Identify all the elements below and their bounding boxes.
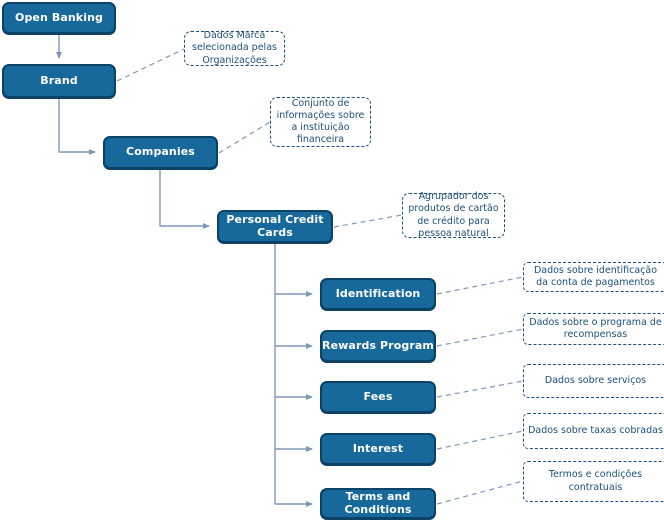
node-open-banking[interactable]: Open Banking <box>2 2 116 34</box>
note-fees: Dados sobre serviços <box>523 364 664 398</box>
edge-note-rewards-program <box>436 328 524 347</box>
node-fees[interactable]: Fees <box>320 381 436 413</box>
node-fees-label: Fees <box>363 389 393 403</box>
note-brand-text: Dados Marca selecionada pelas Organizaçõ… <box>192 30 277 66</box>
node-open-banking-label: Open Banking <box>15 10 103 24</box>
note-interest: Dados sobre taxas cobradas <box>523 413 664 449</box>
node-terms-and-conditions-label: Terms and Conditions <box>344 489 412 516</box>
note-identification-text: Dados sobre identificação da conta de pa… <box>533 264 658 288</box>
note-interest-text: Dados sobre taxas cobradas <box>528 424 663 436</box>
node-interest[interactable]: Interest <box>320 433 436 465</box>
node-personal-credit-cards[interactable]: Personal Credit Cards <box>217 210 333 243</box>
note-terms-and-conditions: Termos e condições contratuais <box>523 461 664 502</box>
node-interest-label: Interest <box>352 441 404 455</box>
note-brand: Dados Marca selecionada pelas Organizaçõ… <box>184 30 285 66</box>
node-identification-label: Identification <box>335 286 421 300</box>
node-brand[interactable]: Brand <box>2 64 116 98</box>
edge-brand-companies <box>58 98 96 155</box>
node-rewards-program[interactable]: Rewards Program <box>320 330 436 362</box>
node-personal-credit-cards-label: Personal Credit Cards <box>226 212 324 239</box>
edge-note-personal-credit-cards <box>333 214 403 228</box>
note-rewards-program: Dados sobre o programa de recompensas <box>523 313 664 345</box>
node-rewards-program-label: Rewards Program <box>322 338 434 352</box>
edge-note-terms-and-conditions <box>436 480 524 505</box>
edge-note-fees <box>436 380 524 398</box>
note-identification: Dados sobre identificação da conta de pa… <box>523 262 664 292</box>
node-terms-and-conditions[interactable]: Terms and Conditions <box>320 488 436 519</box>
edge-companies-personal-credit-cards <box>159 169 210 229</box>
note-fees-text: Dados sobre serviços <box>544 374 647 386</box>
note-personal-credit-cards-text: Agrupador dos produtos de cartão de créd… <box>408 191 499 239</box>
node-companies[interactable]: Companies <box>103 136 218 169</box>
note-terms-and-conditions-text: Termos e condições contratuais <box>548 469 643 493</box>
edge-note-companies <box>218 121 271 154</box>
node-identification[interactable]: Identification <box>320 278 436 310</box>
node-brand-label: Brand <box>40 73 78 87</box>
edge-note-brand <box>116 48 185 82</box>
note-companies: Conjunto de informações sobre a institui… <box>270 97 371 147</box>
note-rewards-program-text: Dados sobre o programa de recompensas <box>529 316 662 340</box>
node-companies-label: Companies <box>126 145 195 159</box>
note-companies-text: Conjunto de informações sobre a institui… <box>276 97 365 146</box>
edge-note-interest <box>436 430 524 450</box>
note-personal-credit-cards: Agrupador dos produtos de cartão de créd… <box>402 191 505 239</box>
edge-note-identification <box>436 276 524 295</box>
